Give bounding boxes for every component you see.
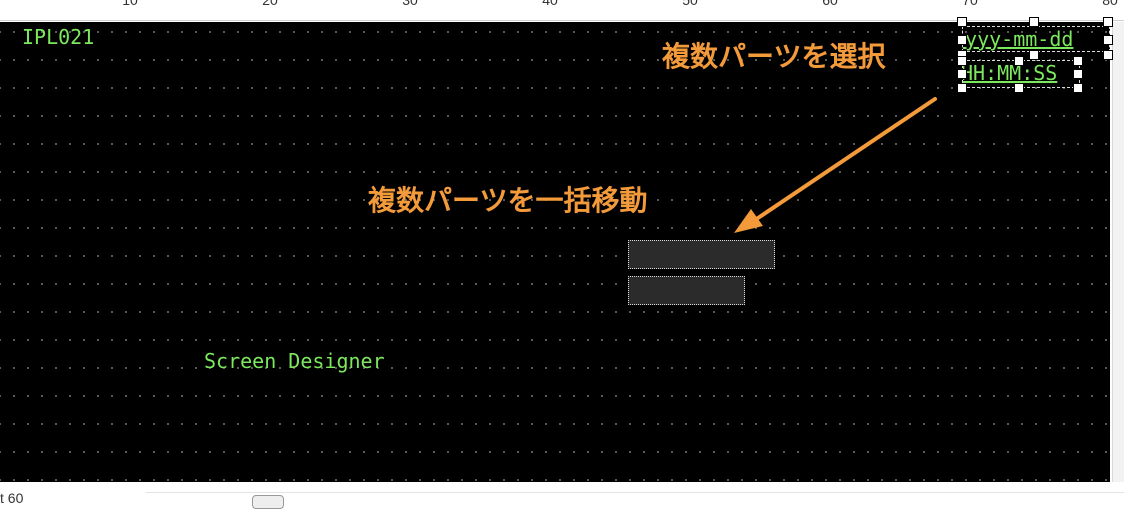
screen-title-field[interactable]: Screen Designer xyxy=(204,349,385,373)
ruler-label: 60 xyxy=(822,0,838,8)
ruler-label: 20 xyxy=(262,0,278,8)
resize-handle[interactable] xyxy=(1014,83,1024,93)
ruler-label: 50 xyxy=(682,0,698,8)
status-bar: t 60 xyxy=(0,484,1124,509)
date-field[interactable]: yyyy-mm-dd xyxy=(962,26,1110,52)
resize-handle[interactable] xyxy=(1103,35,1113,45)
ruler-label: 70 xyxy=(962,0,978,8)
annotation-select: 複数パーツを選択 xyxy=(662,40,886,73)
design-canvas[interactable]: IPL021 Screen Designer xyxy=(0,22,1110,482)
resize-handle[interactable] xyxy=(1014,56,1024,66)
program-id-field[interactable]: IPL021 xyxy=(22,25,95,49)
move-preview-box xyxy=(628,276,745,305)
resize-handle[interactable] xyxy=(957,69,967,79)
resize-handle[interactable] xyxy=(1073,83,1083,93)
toggle-control[interactable] xyxy=(252,495,284,509)
resize-handle[interactable] xyxy=(1029,17,1039,27)
resize-handle[interactable] xyxy=(1103,50,1113,60)
resize-handle[interactable] xyxy=(957,17,967,27)
annotation-move: 複数パーツを一括移動 xyxy=(368,184,648,217)
vertical-scrollbar[interactable] xyxy=(1112,22,1124,482)
resize-handle[interactable] xyxy=(957,56,967,66)
resize-handle[interactable] xyxy=(1073,56,1083,66)
status-text: t 60 xyxy=(0,490,24,506)
column-ruler: 10 20 30 40 50 60 70 80 xyxy=(0,0,1124,21)
resize-handle[interactable] xyxy=(957,35,967,45)
resize-handle[interactable] xyxy=(1029,50,1039,60)
ruler-label: 80 xyxy=(1102,0,1118,8)
resize-handle[interactable] xyxy=(957,83,967,93)
resize-handle[interactable] xyxy=(1073,69,1083,79)
resize-handle[interactable] xyxy=(1103,17,1113,27)
ruler-label: 40 xyxy=(542,0,558,8)
ruler-label: 10 xyxy=(122,0,138,8)
move-preview-box xyxy=(628,240,775,269)
ruler-label: 30 xyxy=(402,0,418,8)
divider xyxy=(146,492,1124,493)
